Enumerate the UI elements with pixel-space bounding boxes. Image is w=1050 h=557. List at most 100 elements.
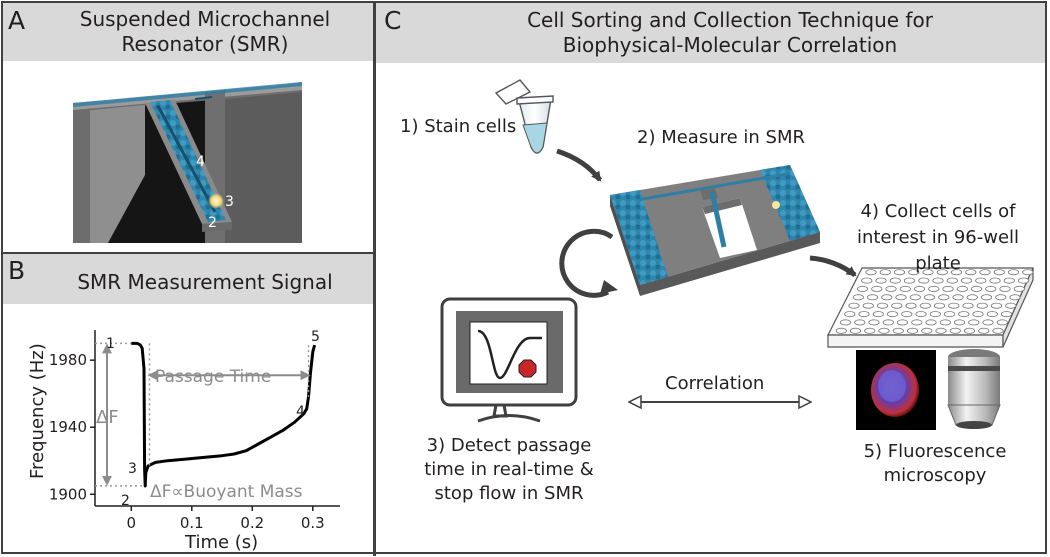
point-label-3: 3: [128, 461, 137, 477]
monitor-icon: [440, 297, 578, 423]
cell-particle-c: [772, 201, 780, 209]
well-plate-icon: [827, 267, 1034, 348]
well: [852, 294, 864, 301]
well: [970, 285, 983, 292]
well: [933, 302, 946, 309]
well: [854, 319, 866, 326]
well: [861, 277, 873, 284]
smr-chip: [73, 82, 302, 243]
correlation-label: Correlation: [665, 373, 765, 394]
well: [989, 277, 1001, 284]
well: [848, 302, 860, 309]
well: [893, 269, 906, 276]
well: [906, 327, 919, 334]
well: [929, 311, 941, 318]
well: [946, 277, 958, 284]
well: [895, 294, 907, 301]
well: [881, 294, 893, 301]
well: [878, 327, 890, 334]
well: [942, 285, 954, 292]
panel-a-title-line1: Suspended Microchannel: [79, 7, 331, 31]
well: [935, 327, 947, 334]
step-detect-label: 3) Detect passage time in real-time & st…: [424, 435, 594, 504]
y-axis-label: Frequency (Hz): [27, 343, 48, 479]
panel-b-title: SMR Measurement Signal: [77, 270, 333, 294]
well: [938, 294, 950, 301]
well: [886, 311, 899, 318]
y-tick-label: 1940: [49, 418, 87, 436]
well: [925, 319, 937, 326]
panel-a-title-line2: Resonator (SMR): [121, 32, 289, 56]
well: [918, 277, 930, 284]
well: [919, 302, 931, 309]
well: [1007, 269, 1020, 276]
arrow-measure-to-collect: [809, 255, 857, 278]
well: [950, 269, 963, 276]
x-tick-label: 0.2: [240, 514, 264, 532]
panel-c-header: [376, 3, 1045, 63]
well: [1005, 302, 1017, 309]
well: [862, 302, 874, 309]
panel-c-title: Cell Sorting and Collection Technique fo…: [430, 8, 1030, 58]
well: [909, 294, 921, 301]
well: [872, 311, 884, 318]
panel-c-title-line1: Cell Sorting and Collection Technique fo…: [527, 8, 933, 32]
well: [1003, 277, 1015, 284]
well: [975, 277, 987, 284]
well: [1009, 294, 1021, 301]
well: [849, 327, 862, 334]
well: [882, 319, 894, 326]
y-tick-label: 1900: [49, 485, 87, 503]
well: [980, 294, 993, 301]
well: [856, 285, 869, 292]
x-tick-label: 0.1: [180, 514, 204, 532]
well: [939, 319, 951, 326]
well: [1013, 285, 1025, 292]
well: [949, 327, 961, 334]
well: [858, 311, 870, 318]
well: [976, 302, 988, 309]
well: [905, 302, 917, 309]
well: [1022, 269, 1034, 276]
well: [911, 319, 923, 326]
well: [968, 319, 980, 326]
well: [956, 285, 968, 292]
well: [922, 269, 934, 276]
step-fluorescence-label: 5) Fluorescence microscopy: [863, 441, 1007, 486]
well: [928, 285, 940, 292]
well: [901, 311, 913, 318]
well: [992, 327, 1004, 334]
well: [953, 319, 966, 326]
well: [844, 311, 856, 318]
step-stain-label: 1) Stain cells: [400, 116, 517, 137]
well: [978, 327, 990, 334]
well: [875, 277, 887, 284]
x-tick-label: 0.3: [301, 514, 325, 532]
well: [972, 311, 984, 318]
well: [960, 277, 973, 284]
arrow-stain-to-measure: [556, 148, 602, 182]
well: [979, 269, 991, 276]
well: [879, 269, 891, 276]
well: [943, 311, 956, 318]
well: [995, 294, 1007, 301]
panel-c-title-line2: Biophysical-Molecular Correlation: [562, 33, 898, 57]
step-measure-label: 2) Measure in SMR: [637, 127, 806, 148]
well: [889, 277, 901, 284]
well: [921, 327, 933, 334]
well: [876, 302, 889, 309]
well: [835, 327, 847, 334]
well: [982, 319, 994, 326]
well: [965, 269, 977, 276]
well: [996, 319, 1008, 326]
point-label-1: 1: [106, 336, 115, 352]
plate-front: [827, 334, 1004, 348]
fluorescence-image: [856, 350, 936, 430]
point-label-4: 4: [296, 404, 305, 420]
cycle-arrow: [559, 228, 614, 298]
well: [948, 302, 960, 309]
well: [923, 294, 936, 301]
marker-5: 5: [169, 76, 178, 92]
x-tick-label: 0: [127, 514, 137, 532]
